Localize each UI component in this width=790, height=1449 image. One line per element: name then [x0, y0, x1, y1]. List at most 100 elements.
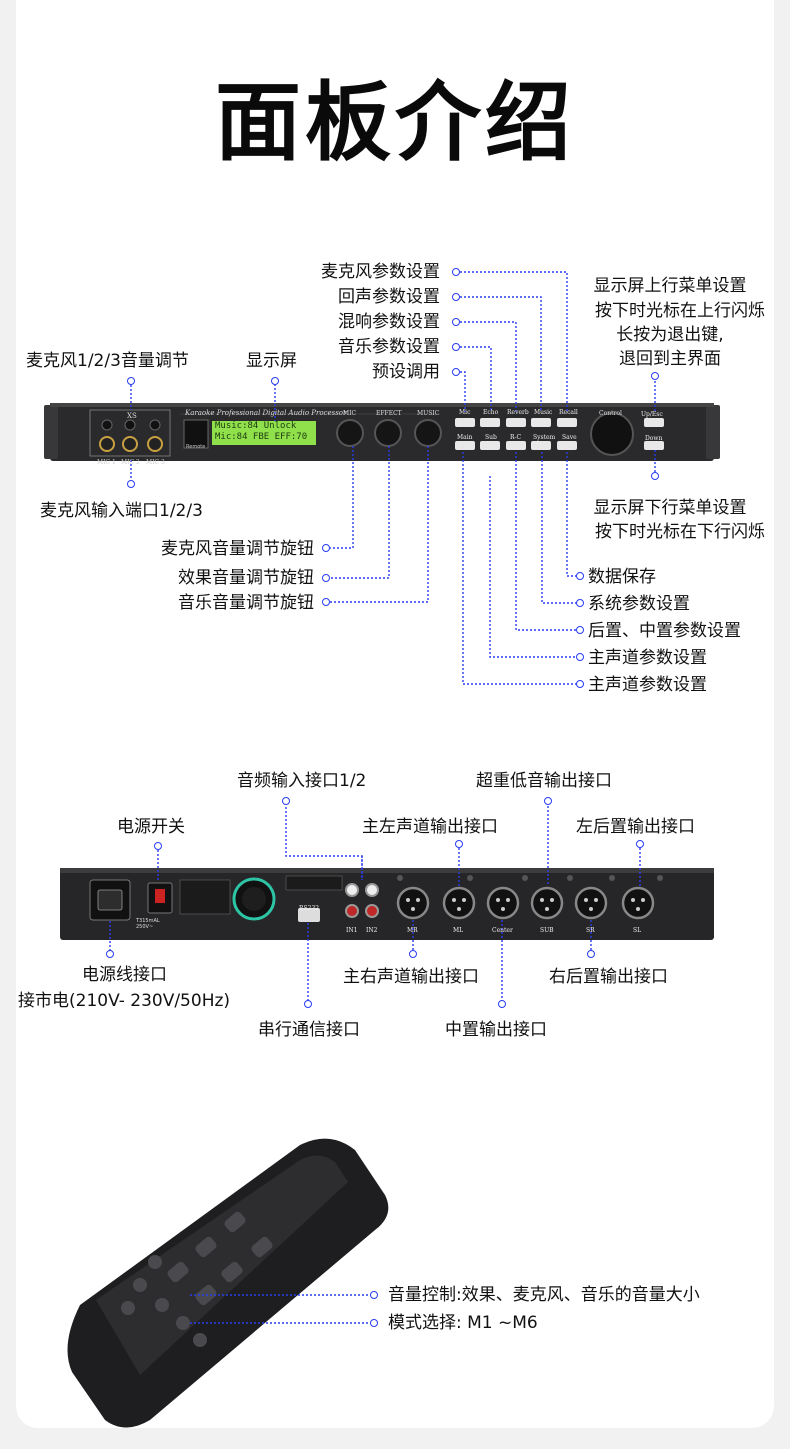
- rca-in2-white: [365, 883, 379, 897]
- dot-volume-control: [370, 1291, 378, 1299]
- main-button[interactable]: [455, 441, 475, 450]
- dot-down-key: [651, 472, 659, 480]
- label-main-channel-2: 主声道参数设置: [588, 675, 707, 695]
- dot-power-switch: [154, 842, 162, 850]
- dot-sub-out: [544, 797, 552, 805]
- dot-power-cord: [106, 950, 114, 958]
- fuse-label: T315mAL 250V~: [136, 918, 160, 930]
- mic2-jack-label: MIC 2: [121, 459, 140, 466]
- reverb-button[interactable]: [506, 418, 526, 427]
- rs232-port: [298, 908, 320, 922]
- btn-mic-label: Mic: [459, 409, 471, 416]
- dot-rear-right: [587, 950, 595, 958]
- mic-button[interactable]: [455, 418, 475, 427]
- sub-button[interactable]: [480, 441, 500, 450]
- music-button[interactable]: [531, 418, 551, 427]
- mic3-volume-knob: [149, 419, 161, 431]
- effect-knob-label: EFFECT: [376, 410, 402, 417]
- content-card: [16, 0, 774, 1428]
- dot-rear-left: [636, 840, 644, 848]
- mic3-jack: [147, 436, 163, 452]
- dot-up-key: [651, 372, 659, 380]
- up-button-label: Up/Esc: [641, 411, 663, 418]
- xlr-center: [486, 886, 520, 920]
- xs-frame: [89, 409, 171, 457]
- label-rear-right-out: 右后置输出接口: [549, 967, 668, 987]
- up-esc-button[interactable]: [644, 418, 664, 427]
- rca-in2-red: [365, 904, 379, 918]
- dot-music-knob: [322, 598, 330, 606]
- control-knob: [590, 412, 634, 456]
- save-button[interactable]: [557, 441, 577, 450]
- dot-mic-knob: [322, 544, 330, 552]
- dot-mic-param: [452, 268, 460, 276]
- label-system: 系统参数设置: [588, 594, 690, 614]
- dot-mic-volume: [127, 377, 135, 385]
- dot-music-param: [452, 343, 460, 351]
- label-music-param: 音乐参数设置: [338, 337, 440, 357]
- label-main-left-out: 主左声道输出接口: [362, 817, 498, 837]
- recall-button[interactable]: [557, 418, 577, 427]
- btn-save-label: Save: [562, 434, 577, 441]
- mic1-jack: [99, 436, 115, 452]
- down-button-label: Down: [645, 435, 663, 442]
- xlr-sr: [574, 886, 608, 920]
- dot-reverb-param: [452, 318, 460, 326]
- label-rear-left-out: 左后置输出接口: [576, 817, 695, 837]
- btn-main-label: Main: [457, 434, 473, 441]
- label-music-knob: 音乐音量调节旋钮: [178, 593, 314, 613]
- label-serial: 串行通信接口: [258, 1020, 360, 1040]
- label-mic-param: 麦克风参数设置: [321, 262, 440, 282]
- label-effect-knob: 效果音量调节旋钮: [178, 568, 314, 588]
- remote-sensor-label: Remote: [186, 444, 206, 450]
- btn-system-label: System: [533, 434, 556, 441]
- btn-echo-label: Echo: [483, 409, 499, 416]
- xlr-sub-label: SUB: [540, 927, 554, 934]
- label-mic-volume-123: 麦克风1/2/3音量调节: [26, 351, 189, 371]
- label-audio-in: 音频输入接口1/2: [237, 771, 367, 791]
- mic-knob: [336, 419, 364, 447]
- xlr-ml-label: ML: [453, 927, 464, 934]
- label-main-channel-1: 主声道参数设置: [588, 648, 707, 668]
- dot-system: [576, 599, 584, 607]
- control-knob-label: Control: [599, 410, 622, 417]
- btn-sub-label: Sub: [485, 434, 497, 441]
- mic3-jack-label: MIC 3: [146, 459, 165, 466]
- label-display: 显示屏: [246, 351, 297, 371]
- dot-serial: [304, 1000, 312, 1008]
- label-mode-select: 模式选择: M1 ~M6: [388, 1313, 538, 1333]
- xlr-sub: [530, 886, 564, 920]
- btn-rc-label: R-C: [510, 434, 522, 441]
- dot-main-2: [576, 680, 584, 688]
- label-center-out: 中置输出接口: [445, 1020, 547, 1040]
- label-sub-out: 超重低音输出接口: [476, 771, 612, 791]
- label-mains: 接市电(210V- 230V/50Hz): [18, 991, 231, 1011]
- label-mic-knob: 麦克风音量调节旋钮: [161, 539, 314, 559]
- remote-sensor: [183, 419, 209, 449]
- dot-main-left: [455, 840, 463, 848]
- dot-display: [271, 377, 279, 385]
- in2-label: IN2: [366, 927, 378, 934]
- rca-in1-white: [345, 883, 359, 897]
- label-down-line-1: 显示屏下行菜单设置: [593, 498, 747, 518]
- system-button[interactable]: [531, 441, 551, 450]
- dot-effect-knob: [322, 574, 330, 582]
- label-up-line-1: 显示屏上行菜单设置: [593, 276, 747, 296]
- front-ear-right: [706, 405, 720, 459]
- label-up-line-4: 退回到主界面: [619, 349, 721, 369]
- dot-echo-param: [452, 293, 460, 301]
- rc-button[interactable]: [506, 441, 526, 450]
- dot-save: [576, 572, 584, 580]
- dot-audio-in: [282, 797, 290, 805]
- music-knob-label: MUSIC: [417, 410, 440, 417]
- down-button[interactable]: [644, 441, 664, 450]
- lcd-line-2: Mic:84 FBE EFF:70: [215, 432, 308, 442]
- rs232-label: RS232: [299, 905, 320, 912]
- btn-reverb-label: Reverb: [507, 409, 529, 416]
- effect-knob: [374, 419, 402, 447]
- dot-main-1: [576, 653, 584, 661]
- echo-button[interactable]: [480, 418, 500, 427]
- mic2-jack: [122, 436, 138, 452]
- lcd-screen: [212, 421, 316, 445]
- brand-text: Karaoke Professional Digital Audio Proce…: [185, 409, 347, 417]
